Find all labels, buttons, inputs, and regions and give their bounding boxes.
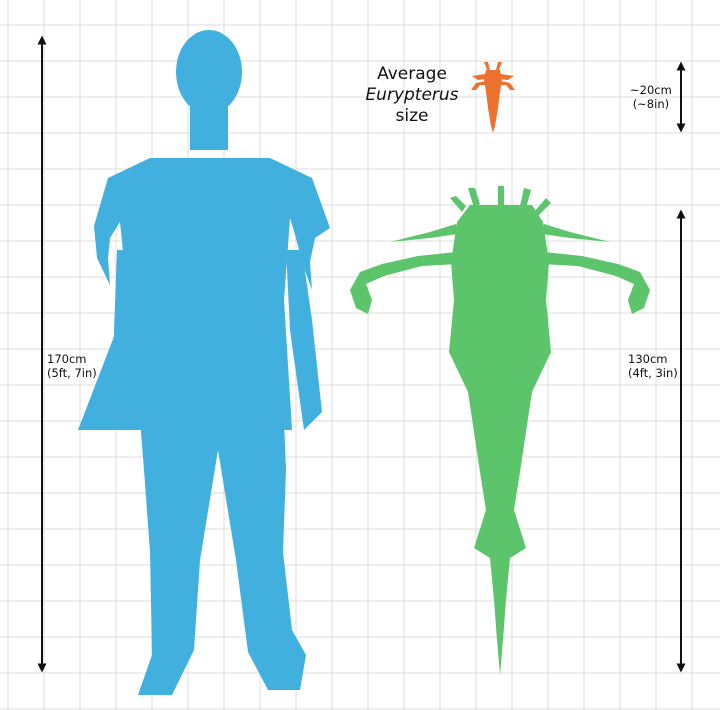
human-height-metric: 170cm [47,352,97,366]
giant-length-label: 130cm (4ft, 3in) [628,352,678,380]
giant-length-imperial: (4ft, 3in) [628,366,678,380]
average-eurypterus-label: Average Eurypterus size [358,64,466,127]
average-length-metric: ~20cm [630,83,672,97]
human-height-label: 170cm (5ft, 7in) [47,352,97,380]
giant-length-metric: 130cm [628,352,678,366]
giant-eurypterid-silhouette [350,186,650,675]
title-line-1: Average [358,64,466,85]
average-length-label: ~20cm (~8in) [630,83,672,111]
title-line-3: size [358,106,466,127]
average-length-imperial: (~8in) [630,97,672,111]
title-species-name: Eurypterus [365,85,458,105]
title-line-2: Eurypterus [358,85,466,106]
human-height-imperial: (5ft, 7in) [47,366,97,380]
